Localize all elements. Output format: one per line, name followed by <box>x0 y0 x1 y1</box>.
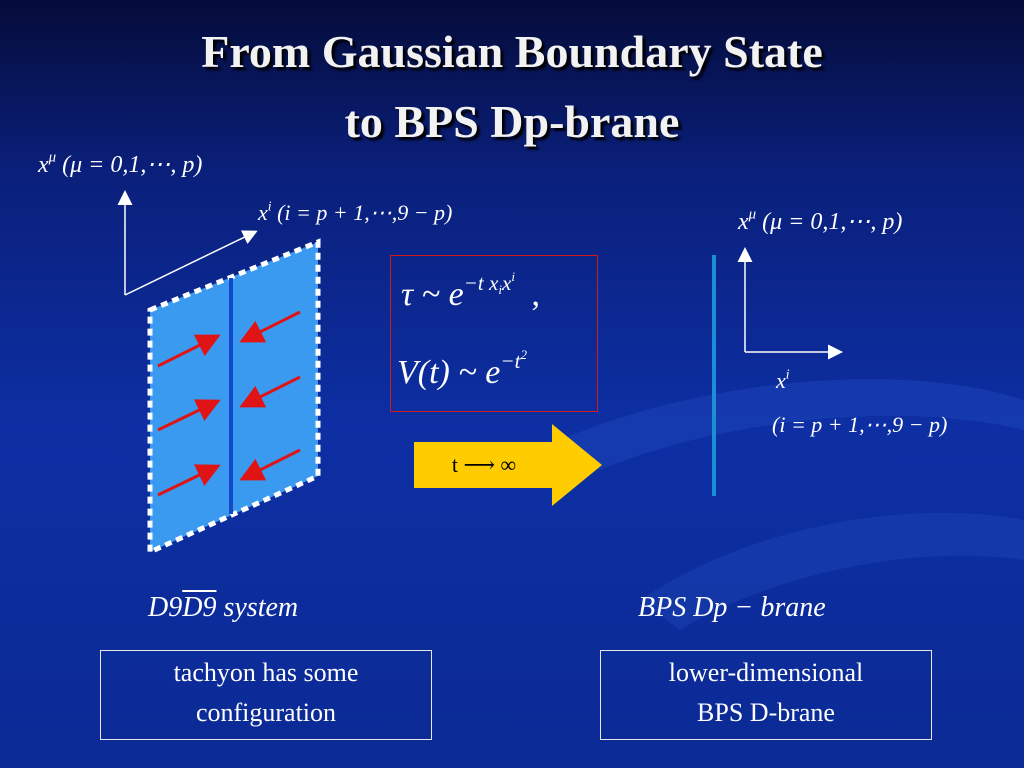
left-description-box: tachyon has some configuration <box>100 650 432 740</box>
left-axis-diagonal <box>124 230 258 296</box>
right-description-box: lower-dimensional BPS D-brane <box>600 650 932 740</box>
tachyon-arrow <box>157 334 221 368</box>
dp-brane-line <box>712 255 716 496</box>
bps-dp-brane-caption: BPS Dp − brane <box>638 592 826 623</box>
right-axis-x-label: xi <box>776 366 790 393</box>
formula-potential: V(t) ~ e−t2 <box>397 347 527 391</box>
tachyon-arrow <box>239 375 301 408</box>
right-axis-up-label: xμ (μ = 0,1,⋯, p) <box>738 206 903 235</box>
limit-arrow-shape <box>414 424 602 506</box>
d9-brane-sheet <box>147 238 321 556</box>
d9-antid9-caption: D9D9 system <box>148 592 299 623</box>
limit-arrow-label: t ⟶ ∞ <box>451 452 517 477</box>
right-description-line1: lower-dimensional <box>668 658 864 687</box>
right-description-line2: BPS D-brane <box>697 698 835 727</box>
left-description-line2: configuration <box>195 698 337 727</box>
right-axis-x-range: (i = p + 1,⋯,9 − p) <box>772 412 948 437</box>
formula-box: τ ~ e−t xixi , V(t) ~ e−t2 <box>390 255 598 412</box>
slide-title-line2: to BPS Dp-brane <box>344 96 680 147</box>
tachyon-arrow <box>157 464 221 497</box>
left-axis-up-label: xμ (μ = 0,1,⋯, p) <box>38 149 203 178</box>
tachyon-arrow <box>157 399 221 432</box>
formula-tau: τ ~ e−t xixi , <box>401 269 540 313</box>
tachyon-arrow <box>239 448 301 481</box>
slide-title-line1: From Gaussian Boundary State <box>201 26 823 77</box>
left-description-line1: tachyon has some <box>173 658 359 687</box>
limit-arrow: t ⟶ ∞ <box>414 424 602 506</box>
tachyon-arrow <box>239 310 301 343</box>
left-axis-diag-label: xi (i = p + 1,⋯,9 − p) <box>258 198 453 225</box>
